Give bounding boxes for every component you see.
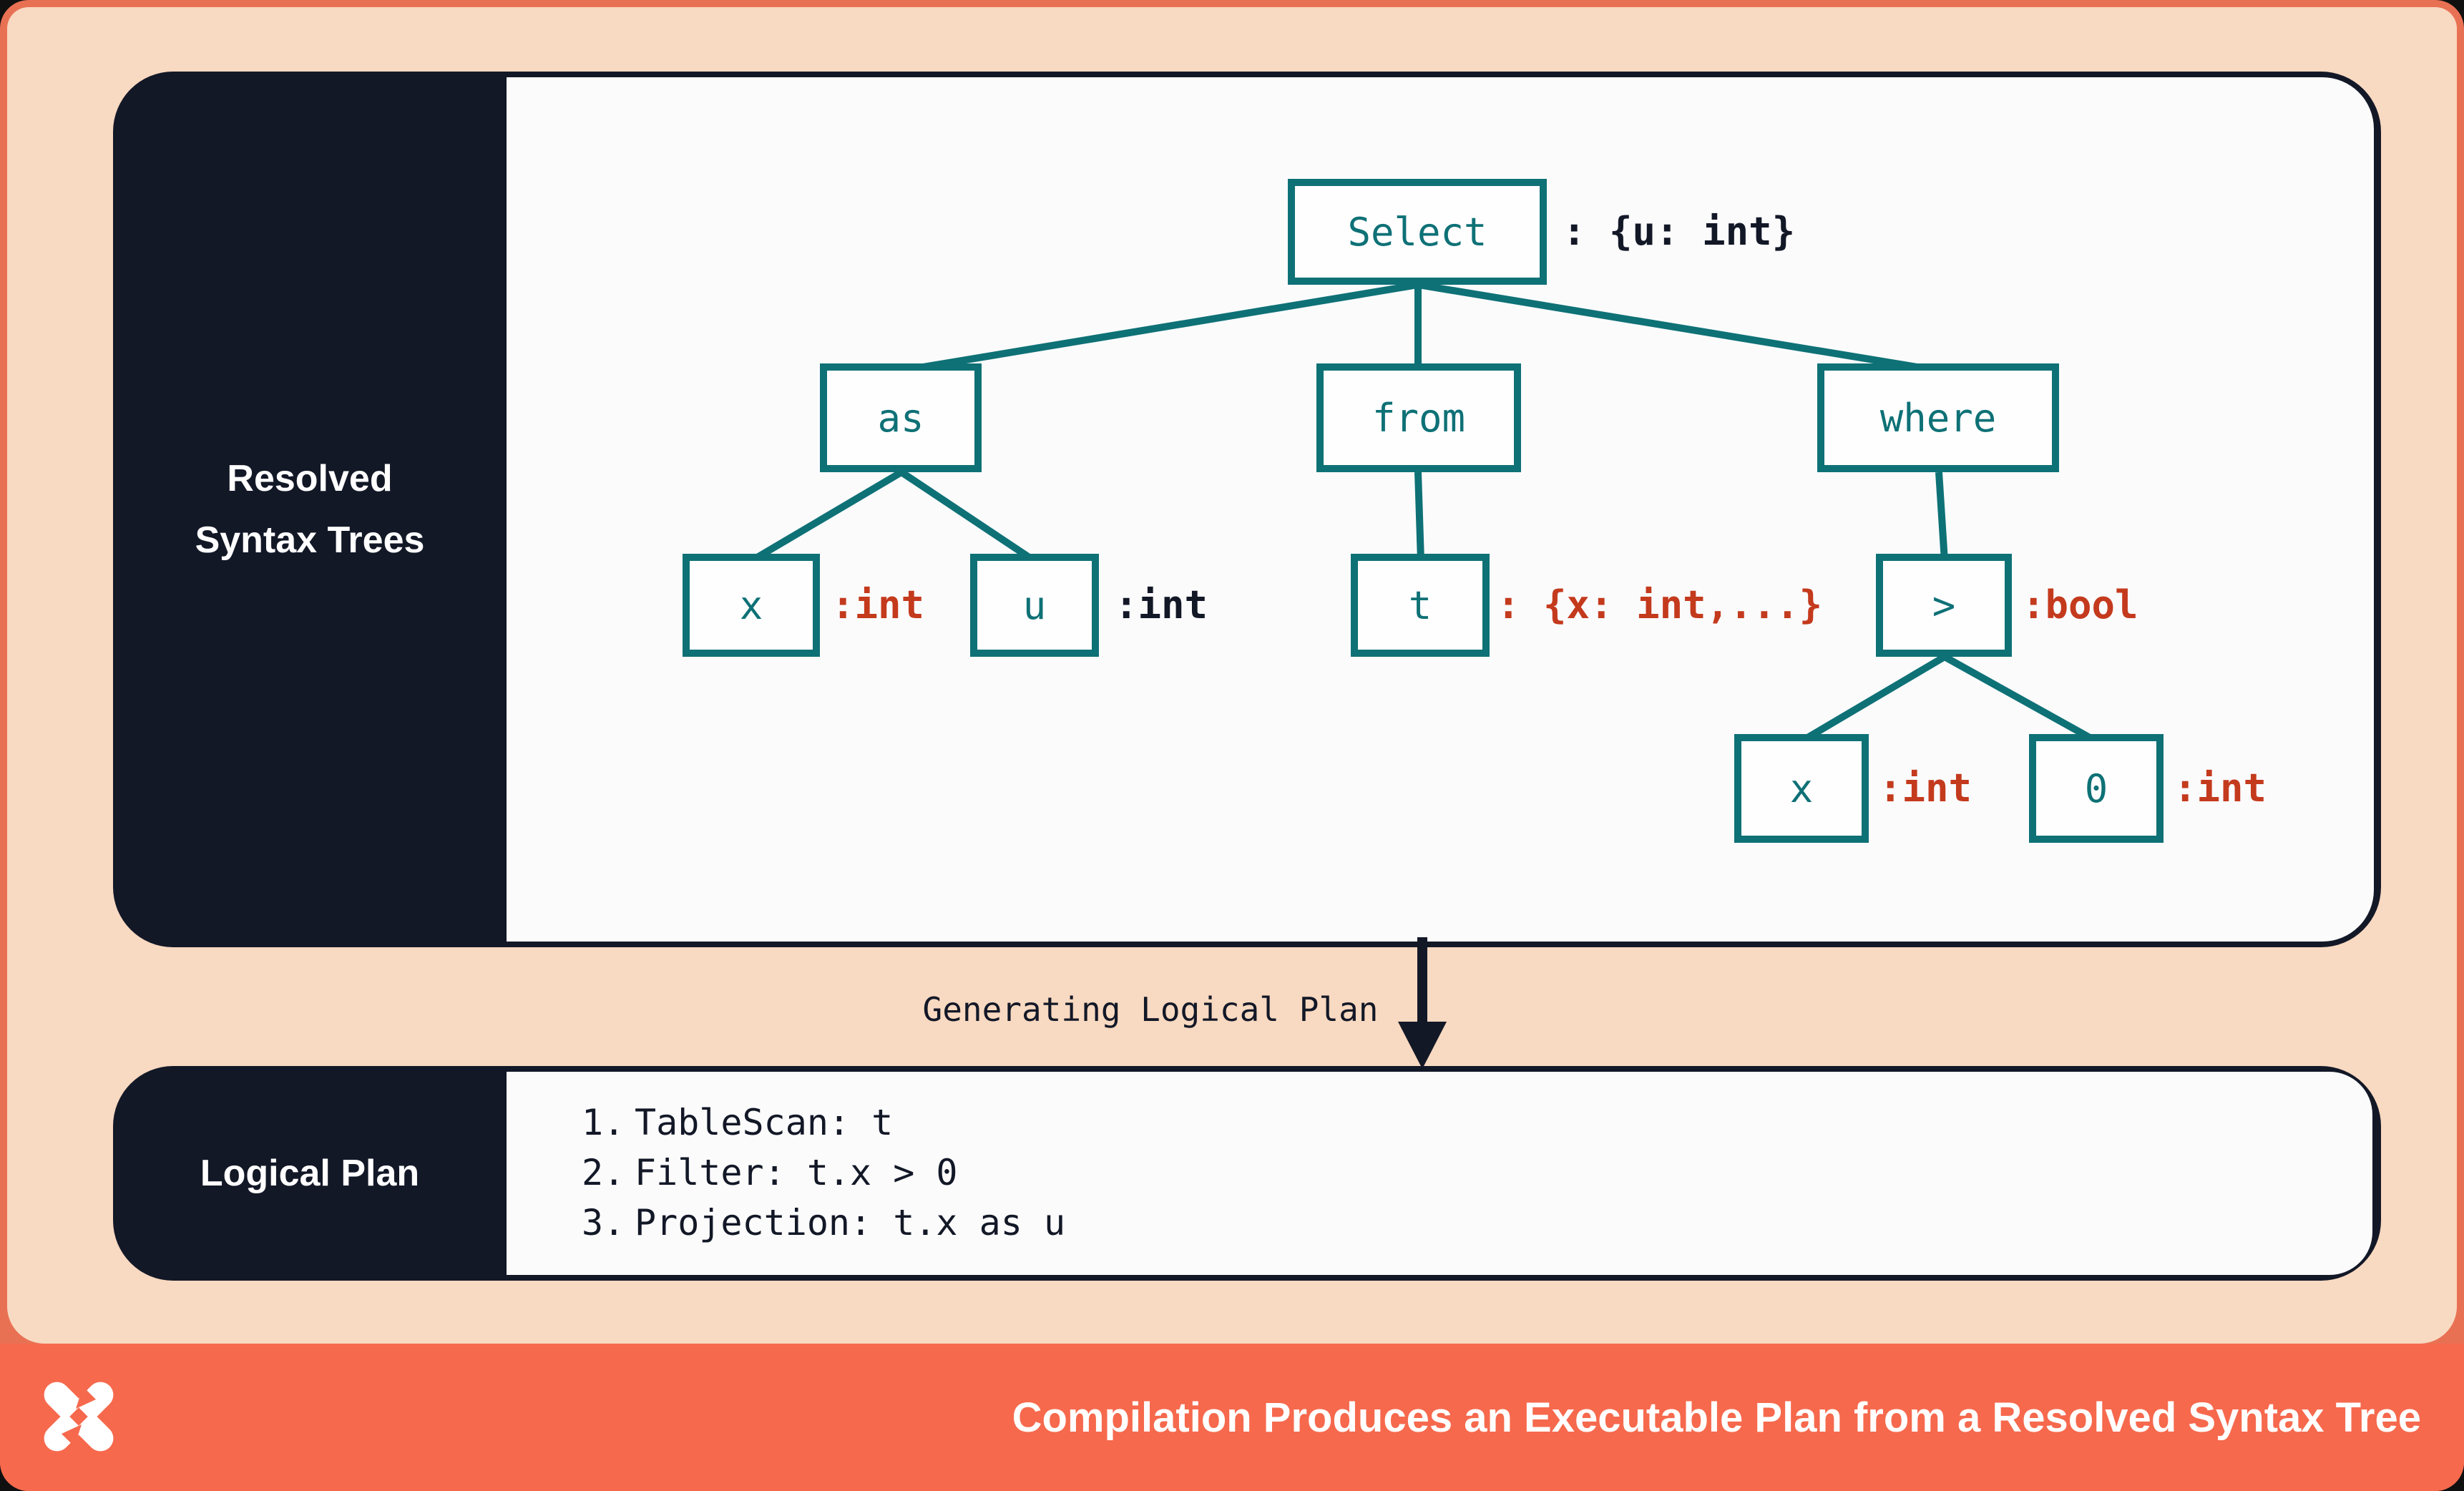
tree-node-t: t [1351,554,1490,657]
node-label: Select [1347,209,1487,255]
logical-plan-panel: Logical Plan 1.TableScan: t 2.Filter: t.… [113,1066,2381,1281]
node-label: x [739,582,763,628]
type-annotation-t: : {x: int,...} [1497,582,1823,627]
plan-step: 1.TableScan: t [582,1098,1065,1148]
plan-step: 2.Filter: t.x > 0 [582,1148,1065,1198]
tree-node-greater-than: > [1876,554,2012,657]
label-line: Syntax Trees [195,519,425,561]
type-annotation-x-where: :int [1879,766,1972,811]
panel-label-resolved-syntax-trees: Resolved Syntax Trees [113,72,507,947]
node-label: 0 [2084,766,2108,811]
node-label: as [877,395,924,441]
tree-node-zero: 0 [2029,734,2164,843]
tree-node-from: from [1316,363,1521,472]
footer-band: Compilation Produces an Executable Plan … [0,1344,2464,1491]
label-line: Logical Plan [200,1153,420,1194]
logical-plan-canvas [507,1072,2372,1275]
type-annotation-select: : {u: int} [1563,209,1796,254]
tree-node-select: Select [1288,179,1547,285]
x-pinwheel-logo-icon [44,1382,114,1452]
node-label: > [1932,582,1956,628]
transition-caption: Generating Logical Plan [922,990,1379,1029]
tree-node-u: u [970,554,1099,657]
step-number: 3. [582,1202,625,1243]
logical-plan-steps: 1.TableScan: t 2.Filter: t.x > 0 3.Proje… [582,1098,1065,1248]
node-label: where [1879,395,1997,441]
tree-node-x-as: x [683,554,820,657]
tree-node-x-where: x [1734,734,1869,843]
type-annotation-zero: :int [2174,766,2267,811]
tree-node-where: where [1817,363,2059,472]
type-annotation-greater-than: :bool [2022,582,2138,627]
footer-title: Compilation Produces an Executable Plan … [1012,1394,2421,1441]
node-label: t [1408,582,1432,628]
type-annotation-x-as: :int [831,582,925,627]
step-number: 1. [582,1102,625,1143]
step-text: Projection: t.x as u [635,1202,1066,1243]
plan-step: 3.Projection: t.x as u [582,1198,1065,1248]
label-line: Resolved [227,458,393,499]
step-number: 2. [582,1152,625,1193]
panel-label-logical-plan: Logical Plan [113,1066,507,1281]
type-annotation-u: :int [1115,582,1208,627]
tree-node-as: as [820,363,982,472]
step-text: Filter: t.x > 0 [635,1152,958,1193]
node-label: from [1372,395,1466,441]
node-label: x [1789,766,1814,811]
step-text: TableScan: t [635,1102,894,1143]
node-label: u [1022,582,1047,628]
